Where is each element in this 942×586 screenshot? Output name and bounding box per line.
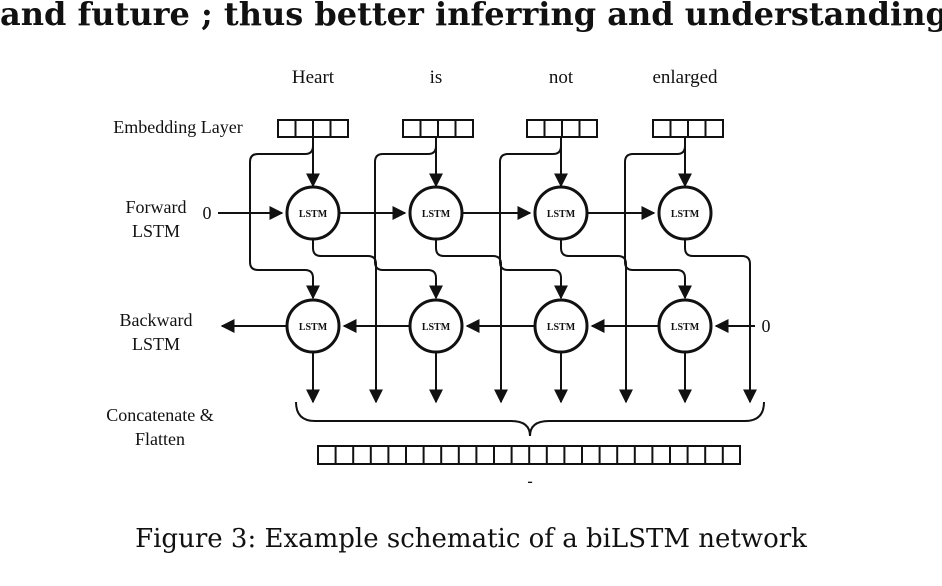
backward-lstm-cell-1: LSTM: [285, 298, 341, 354]
backward-lstm-cell-4: LSTM: [657, 298, 713, 354]
svg-text:LSTM: LSTM: [671, 322, 700, 333]
forward-lstm-cell-4: LSTM: [657, 185, 713, 241]
embedding-vector-is: [402, 119, 474, 138]
output-tick: -: [527, 473, 532, 490]
label-flatten: Flatten: [135, 429, 185, 449]
word-heart: Heart: [292, 67, 335, 88]
svg-text:LSTM: LSTM: [299, 322, 328, 333]
embedding-vector-heart: [277, 119, 349, 138]
backward-initial-state: 0: [762, 316, 771, 336]
svg-text:LSTM: LSTM: [547, 322, 576, 333]
label-backward-lstm: LSTM: [132, 334, 180, 354]
svg-text:LSTM: LSTM: [422, 209, 451, 220]
forward-initial-state: 0: [203, 203, 212, 223]
word-enlarged: enlarged: [652, 67, 718, 88]
embedding-vector-not: [526, 119, 598, 138]
concatenate-brace: [295, 401, 765, 437]
label-embedding-layer: Embedding Layer: [113, 117, 242, 137]
label-forward: Forward: [126, 197, 187, 217]
label-backward: Backward: [120, 310, 193, 330]
flattened-output-vector: [317, 445, 741, 465]
word-is: is: [430, 67, 443, 88]
svg-text:LSTM: LSTM: [299, 209, 328, 220]
forward-lstm-cell-2: LSTM: [408, 185, 464, 241]
backward-lstm-cell-3: LSTM: [533, 298, 589, 354]
word-not: not: [549, 67, 574, 88]
backward-lstm-cell-2: LSTM: [408, 298, 464, 354]
preceding-text-fragment: and future ; thus better inferring and u…: [0, 0, 942, 33]
embedding-vector-enlarged: [652, 119, 724, 138]
svg-text:LSTM: LSTM: [422, 322, 451, 333]
svg-text:LSTM: LSTM: [671, 209, 700, 220]
bilstm-diagram: Heart is not enlarged Embedding Layer Fo…: [106, 67, 771, 490]
connectors: [249, 137, 757, 404]
label-concatenate: Concatenate &: [106, 405, 213, 425]
svg-text:LSTM: LSTM: [547, 209, 576, 220]
label-forward-lstm: LSTM: [132, 221, 180, 241]
forward-lstm-cell-3: LSTM: [533, 185, 589, 241]
figure-caption: Figure 3: Example schematic of a biLSTM …: [135, 524, 807, 554]
forward-lstm-cell-1: LSTM: [285, 185, 341, 241]
